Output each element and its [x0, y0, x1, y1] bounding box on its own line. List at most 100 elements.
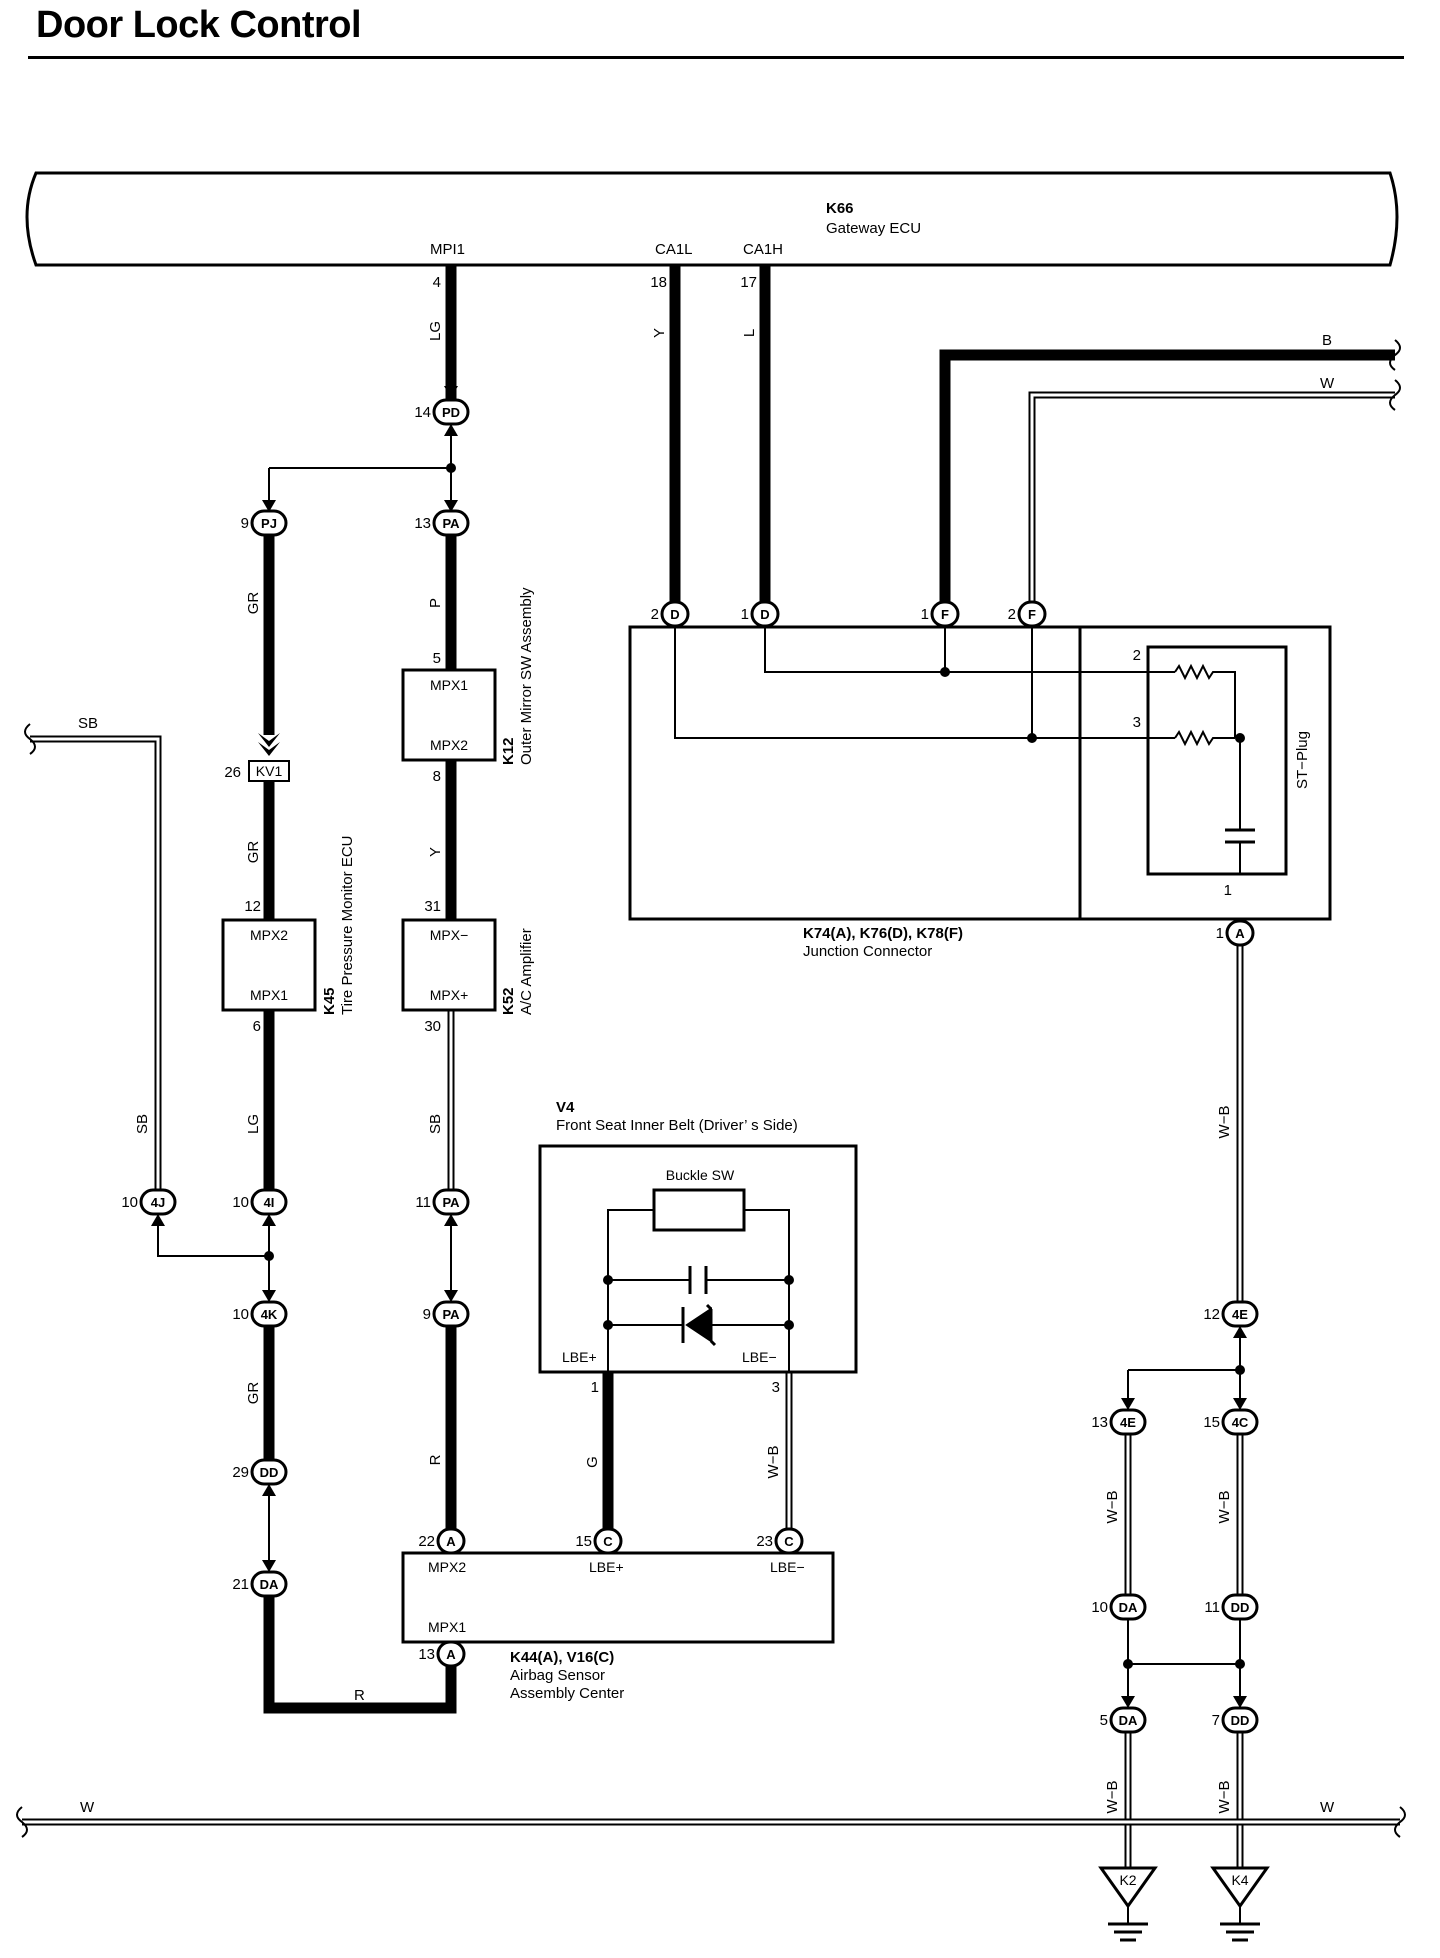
connector-outline [1221, 1408, 1259, 1436]
connector-outline [930, 600, 960, 628]
connector-outline [774, 1527, 804, 1555]
connector-code: PJ [261, 516, 277, 531]
connector-badge: DD7 [1212, 1706, 1259, 1734]
splice-points [264, 463, 1245, 1669]
wire-label: R [354, 1687, 365, 1704]
connector-outline [139, 1188, 177, 1216]
wire-label: SB [78, 715, 98, 732]
wire-label: W [80, 1799, 95, 1816]
connector-code: F [1028, 607, 1036, 622]
wire-label: R [427, 1454, 444, 1465]
pin-number: 3 [1133, 714, 1141, 731]
connector-badge: PJ 9 [241, 509, 288, 537]
harness-ends [16, 339, 1406, 1838]
tire-pin-top: MPX2 [250, 927, 288, 943]
connector-pin: 2 [1008, 606, 1016, 623]
tire-pin-bottom: MPX1 [250, 987, 288, 1003]
pin-number: 18 [650, 274, 667, 291]
connector-pin: 15 [1203, 1414, 1220, 1431]
wire-label: SB [134, 1114, 151, 1134]
st-plug-name: ST−Plug [1294, 731, 1311, 789]
wire-label: W [1320, 375, 1335, 392]
gateway-ecu: K66 Gateway ECU MPI1 CA1L CA1H [25, 171, 1399, 267]
wire-label: W−B [1216, 1491, 1233, 1524]
connector-pin: 2 [651, 606, 659, 623]
belt-id: V4 [556, 1099, 575, 1116]
connector-code: 4J [151, 1195, 165, 1210]
connector-pin: 10 [232, 1194, 249, 1211]
belt-lbe-plus: LBE+ [562, 1349, 597, 1365]
connector-outline [1221, 1706, 1259, 1734]
connector-badge: DA5 [1100, 1706, 1147, 1734]
arrows [151, 386, 1247, 1708]
ac-name: A/C Amplifier [518, 928, 535, 1015]
connector-code: C [784, 1534, 794, 1549]
mirror-pin-bottom: MPX2 [430, 737, 468, 753]
connector-badge: A 13 [418, 1640, 466, 1668]
wire-label: SB [427, 1114, 444, 1134]
wire-label: W−B [1104, 1491, 1121, 1524]
junction-name: Junction Connector [803, 943, 932, 960]
connector-outline [660, 600, 690, 628]
connector-outline [593, 1527, 623, 1555]
connector-pin: 29 [232, 1464, 249, 1481]
pin-number: 3 [772, 1379, 780, 1396]
wire-label: Y [651, 328, 668, 338]
connector-outline [1225, 919, 1255, 947]
pin-number: 6 [253, 1018, 261, 1035]
airbag-lbe-minus: LBE− [770, 1559, 805, 1575]
gateway-ecu-name: Gateway ECU [826, 220, 921, 237]
connector-code: DA [260, 1577, 279, 1592]
connector-pin: 10 [1091, 1599, 1108, 1616]
connector-code: A [446, 1534, 456, 1549]
airbag-lbe-plus: LBE+ [589, 1559, 624, 1575]
connector-outline [1221, 1300, 1259, 1328]
connector-code: A [446, 1647, 456, 1662]
wire-label: GR [245, 1382, 262, 1405]
ground-k2: K2 [1098, 1866, 1158, 1942]
tire-id: K45 [321, 987, 338, 1015]
connector-code: DA [1119, 1600, 1138, 1615]
pin-number: 2 [1133, 647, 1141, 664]
connector-outline [750, 600, 780, 628]
connector-badge: D1 [741, 600, 780, 628]
connector-outline [1017, 600, 1047, 628]
pin-number: 31 [424, 898, 441, 915]
ac-amplifier: MPX− MPX+ K52 A/C Amplifier [401, 918, 535, 1015]
connector-badge: DA 10 [1091, 1593, 1147, 1621]
connector-pin: 23 [756, 1533, 773, 1550]
pin-number: 26 [224, 764, 241, 781]
connector-outline [1221, 1593, 1259, 1621]
connector-code: PD [442, 405, 460, 420]
pin-number: 1 [591, 1379, 599, 1396]
connector-code: 4E [1120, 1415, 1136, 1430]
gateway-pin-mpi1: MPI1 [430, 241, 465, 258]
connector-pin: 11 [1204, 1599, 1220, 1616]
pin-number: 17 [740, 274, 757, 291]
connector-pin: 15 [575, 1533, 592, 1550]
connector-pin: 13 [418, 1646, 435, 1663]
belt-lbe-minus: LBE− [742, 1349, 777, 1365]
connector-code: DD [260, 1465, 279, 1480]
airbag-sensor-assembly: MPX2 MPX1 LBE+ LBE− K44(A), V16(C) Airba… [401, 1551, 835, 1702]
airbag-mpx2: MPX2 [428, 1559, 466, 1575]
connector-badge: F2 [1008, 600, 1047, 628]
connector-pin: 22 [418, 1533, 435, 1550]
mirror-id: K12 [500, 737, 517, 765]
connector-outline [1109, 1593, 1147, 1621]
connector-outline [436, 1527, 466, 1555]
buckle-sw-label: Buckle SW [666, 1167, 735, 1183]
connector-pin: 1 [741, 606, 749, 623]
pin-number: 8 [433, 768, 441, 785]
connector-code: DD [1231, 1713, 1250, 1728]
pin-number: 1 [1224, 882, 1232, 899]
airbag-mpx1: MPX1 [428, 1619, 466, 1635]
junction-connector: K74(A), K76(D), K78(F) Junction Connecto… [628, 625, 1332, 960]
outer-mirror-sw: MPX1 MPX2 K12 Outer Mirror SW Assembly [401, 587, 535, 765]
connector-pin: 9 [241, 515, 249, 532]
